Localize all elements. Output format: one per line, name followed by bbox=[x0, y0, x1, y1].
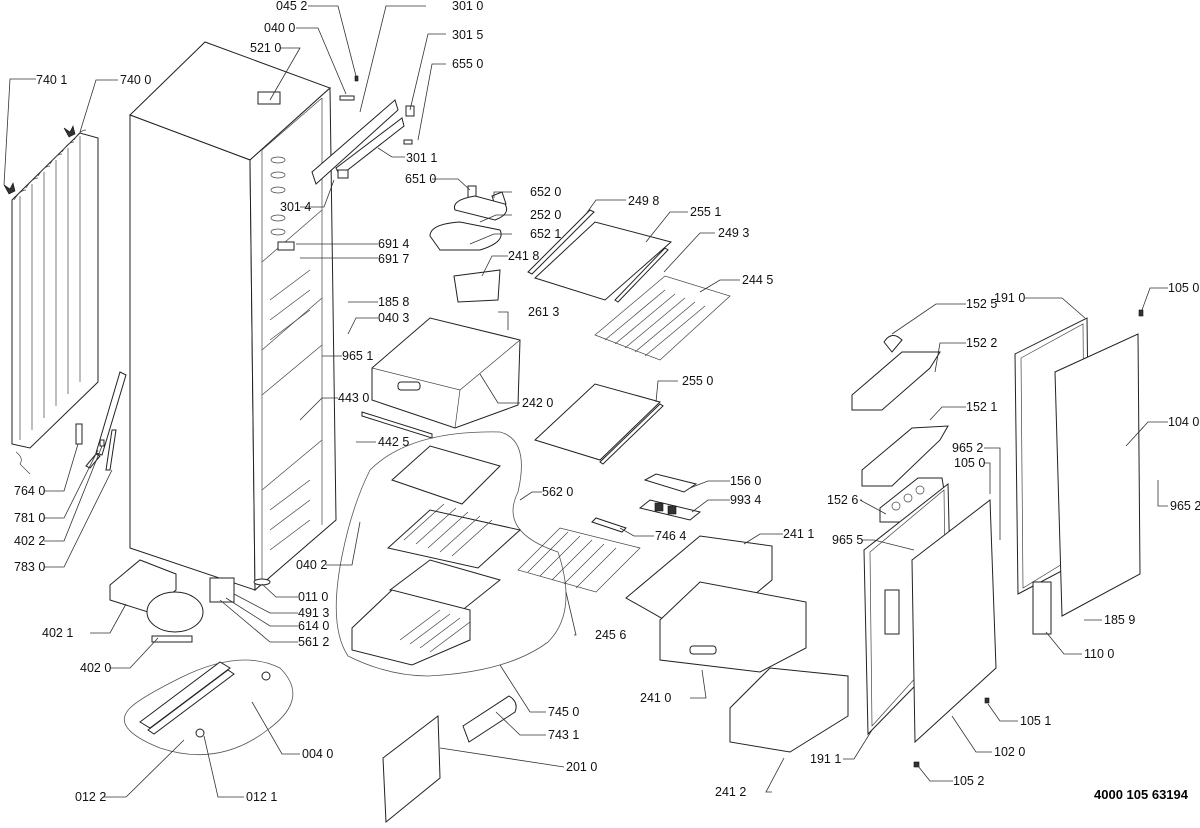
cabinet-part bbox=[129, 41, 337, 592]
callout-652-0: 652 0 bbox=[530, 185, 561, 199]
callout-651-0: 651 0 bbox=[405, 172, 436, 186]
callout-201-0: 201 0 bbox=[566, 760, 597, 774]
callout-743-1: 743 1 bbox=[548, 728, 579, 742]
callout-012-1: 012 1 bbox=[246, 790, 277, 804]
callout-241-2: 241 2 bbox=[715, 785, 746, 799]
callout-191-1: 191 1 bbox=[810, 752, 841, 766]
callout-105-1: 105 1 bbox=[1020, 714, 1051, 728]
callout-442-5: 442 5 bbox=[378, 435, 409, 449]
callout-249-3: 249 3 bbox=[718, 226, 749, 240]
callout-443-0: 443 0 bbox=[338, 391, 369, 405]
callout-241-0: 241 0 bbox=[640, 691, 671, 705]
glass-shelf-upper-part bbox=[527, 209, 673, 303]
callout-652-1: 652 1 bbox=[530, 227, 561, 241]
callout-255-1: 255 1 bbox=[690, 205, 721, 219]
upper-door-part bbox=[1014, 309, 1144, 635]
callout-562-0: 562 0 bbox=[542, 485, 573, 499]
lower-door-part bbox=[863, 482, 997, 768]
callout-156-0: 156 0 bbox=[730, 474, 761, 488]
callout-783-0: 783 0 bbox=[14, 560, 45, 574]
callout-152-1: 152 1 bbox=[966, 400, 997, 414]
evaporator-group-part bbox=[335, 431, 567, 677]
callout-965-5: 965 5 bbox=[832, 533, 863, 547]
freezer-drawer-upper-part bbox=[361, 269, 521, 439]
leader-lines bbox=[3, 5, 1168, 798]
callout-102-0: 102 0 bbox=[994, 745, 1025, 759]
callout-249-8: 249 8 bbox=[628, 194, 659, 208]
callout-740-1: 740 1 bbox=[36, 73, 67, 87]
glass-shelf-lower-part bbox=[534, 383, 664, 465]
crisper-drawers-part bbox=[517, 473, 849, 753]
callout-104-0: 104 0 bbox=[1168, 415, 1199, 429]
callout-241-8: 241 8 bbox=[508, 249, 539, 263]
callout-105-0-left: 105 0 bbox=[954, 456, 985, 470]
callout-402-2: 402 2 bbox=[14, 534, 45, 548]
callout-110-0: 110 0 bbox=[1084, 647, 1114, 661]
callout-781-0: 781 0 bbox=[14, 511, 45, 525]
callout-746-4: 746 4 bbox=[655, 529, 686, 543]
callout-152-6: 152 6 bbox=[827, 493, 858, 507]
callout-105-2: 105 2 bbox=[953, 774, 984, 788]
callout-105-0-right: 105 0 bbox=[1168, 281, 1199, 295]
callout-045-2: 045 2 bbox=[276, 0, 307, 13]
callout-011-0: 011 0 bbox=[298, 590, 328, 604]
callout-301-1: 301 1 bbox=[406, 151, 437, 165]
callout-185-8: 185 8 bbox=[378, 295, 409, 309]
callout-152-2: 152 2 bbox=[966, 336, 997, 350]
callout-614-0: 614 0 bbox=[298, 619, 329, 633]
control-panel-part bbox=[311, 75, 415, 185]
tubes-part bbox=[75, 371, 127, 471]
callout-965-2-right: 965 2 bbox=[1170, 499, 1200, 513]
callout-491-3: 491 3 bbox=[298, 606, 329, 620]
callout-185-9: 185 9 bbox=[1104, 613, 1135, 627]
callout-740-0: 740 0 bbox=[120, 73, 151, 87]
callout-152-5: 152 5 bbox=[966, 297, 997, 311]
condenser-part bbox=[3, 125, 99, 475]
callout-965-2-left: 965 2 bbox=[952, 441, 983, 455]
callout-012-2: 012 2 bbox=[75, 790, 106, 804]
callout-244-5: 244 5 bbox=[742, 273, 773, 287]
callout-191-0: 191 0 bbox=[994, 291, 1025, 305]
callout-040-0: 040 0 bbox=[264, 21, 295, 35]
callout-402-1: 402 1 bbox=[42, 626, 73, 640]
callout-691-7: 691 7 bbox=[378, 252, 409, 266]
door-bins-part bbox=[851, 335, 949, 523]
callout-241-1: 241 1 bbox=[783, 527, 814, 541]
callout-255-0: 255 0 bbox=[682, 374, 713, 388]
callout-040-2: 040 2 bbox=[296, 558, 327, 572]
lamp-assembly-part bbox=[429, 185, 508, 251]
callout-004-0: 004 0 bbox=[302, 747, 333, 761]
callout-245-6: 245 6 bbox=[595, 628, 626, 642]
callout-261-3: 261 3 bbox=[528, 305, 559, 319]
callout-301-4: 301 4 bbox=[280, 200, 311, 214]
callout-655-0: 655 0 bbox=[452, 57, 483, 71]
callout-691-4: 691 4 bbox=[378, 237, 409, 251]
callout-242-0: 242 0 bbox=[522, 396, 553, 410]
callout-301-5: 301 5 bbox=[452, 28, 483, 42]
callout-252-0: 252 0 bbox=[530, 208, 561, 222]
callout-745-0: 745 0 bbox=[548, 705, 579, 719]
callout-labels: 045 2 040 0 521 0 740 1 740 0 301 0 301 … bbox=[14, 0, 1200, 804]
callout-040-3: 040 3 bbox=[378, 311, 409, 325]
callout-301-0: 301 0 bbox=[452, 0, 483, 13]
callout-402-0: 402 0 bbox=[80, 661, 111, 675]
compressor-group-part bbox=[109, 559, 294, 756]
callout-993-4: 993 4 bbox=[730, 493, 761, 507]
wire-shelf-part bbox=[594, 275, 731, 361]
callout-965-1: 965 1 bbox=[342, 349, 373, 363]
callout-521-0: 521 0 bbox=[250, 41, 281, 55]
cover-plate-part bbox=[382, 695, 517, 824]
callout-561-2: 561 2 bbox=[298, 635, 329, 649]
callout-764-0: 764 0 bbox=[14, 484, 45, 498]
document-number: 4000 105 63194 bbox=[1094, 787, 1189, 802]
